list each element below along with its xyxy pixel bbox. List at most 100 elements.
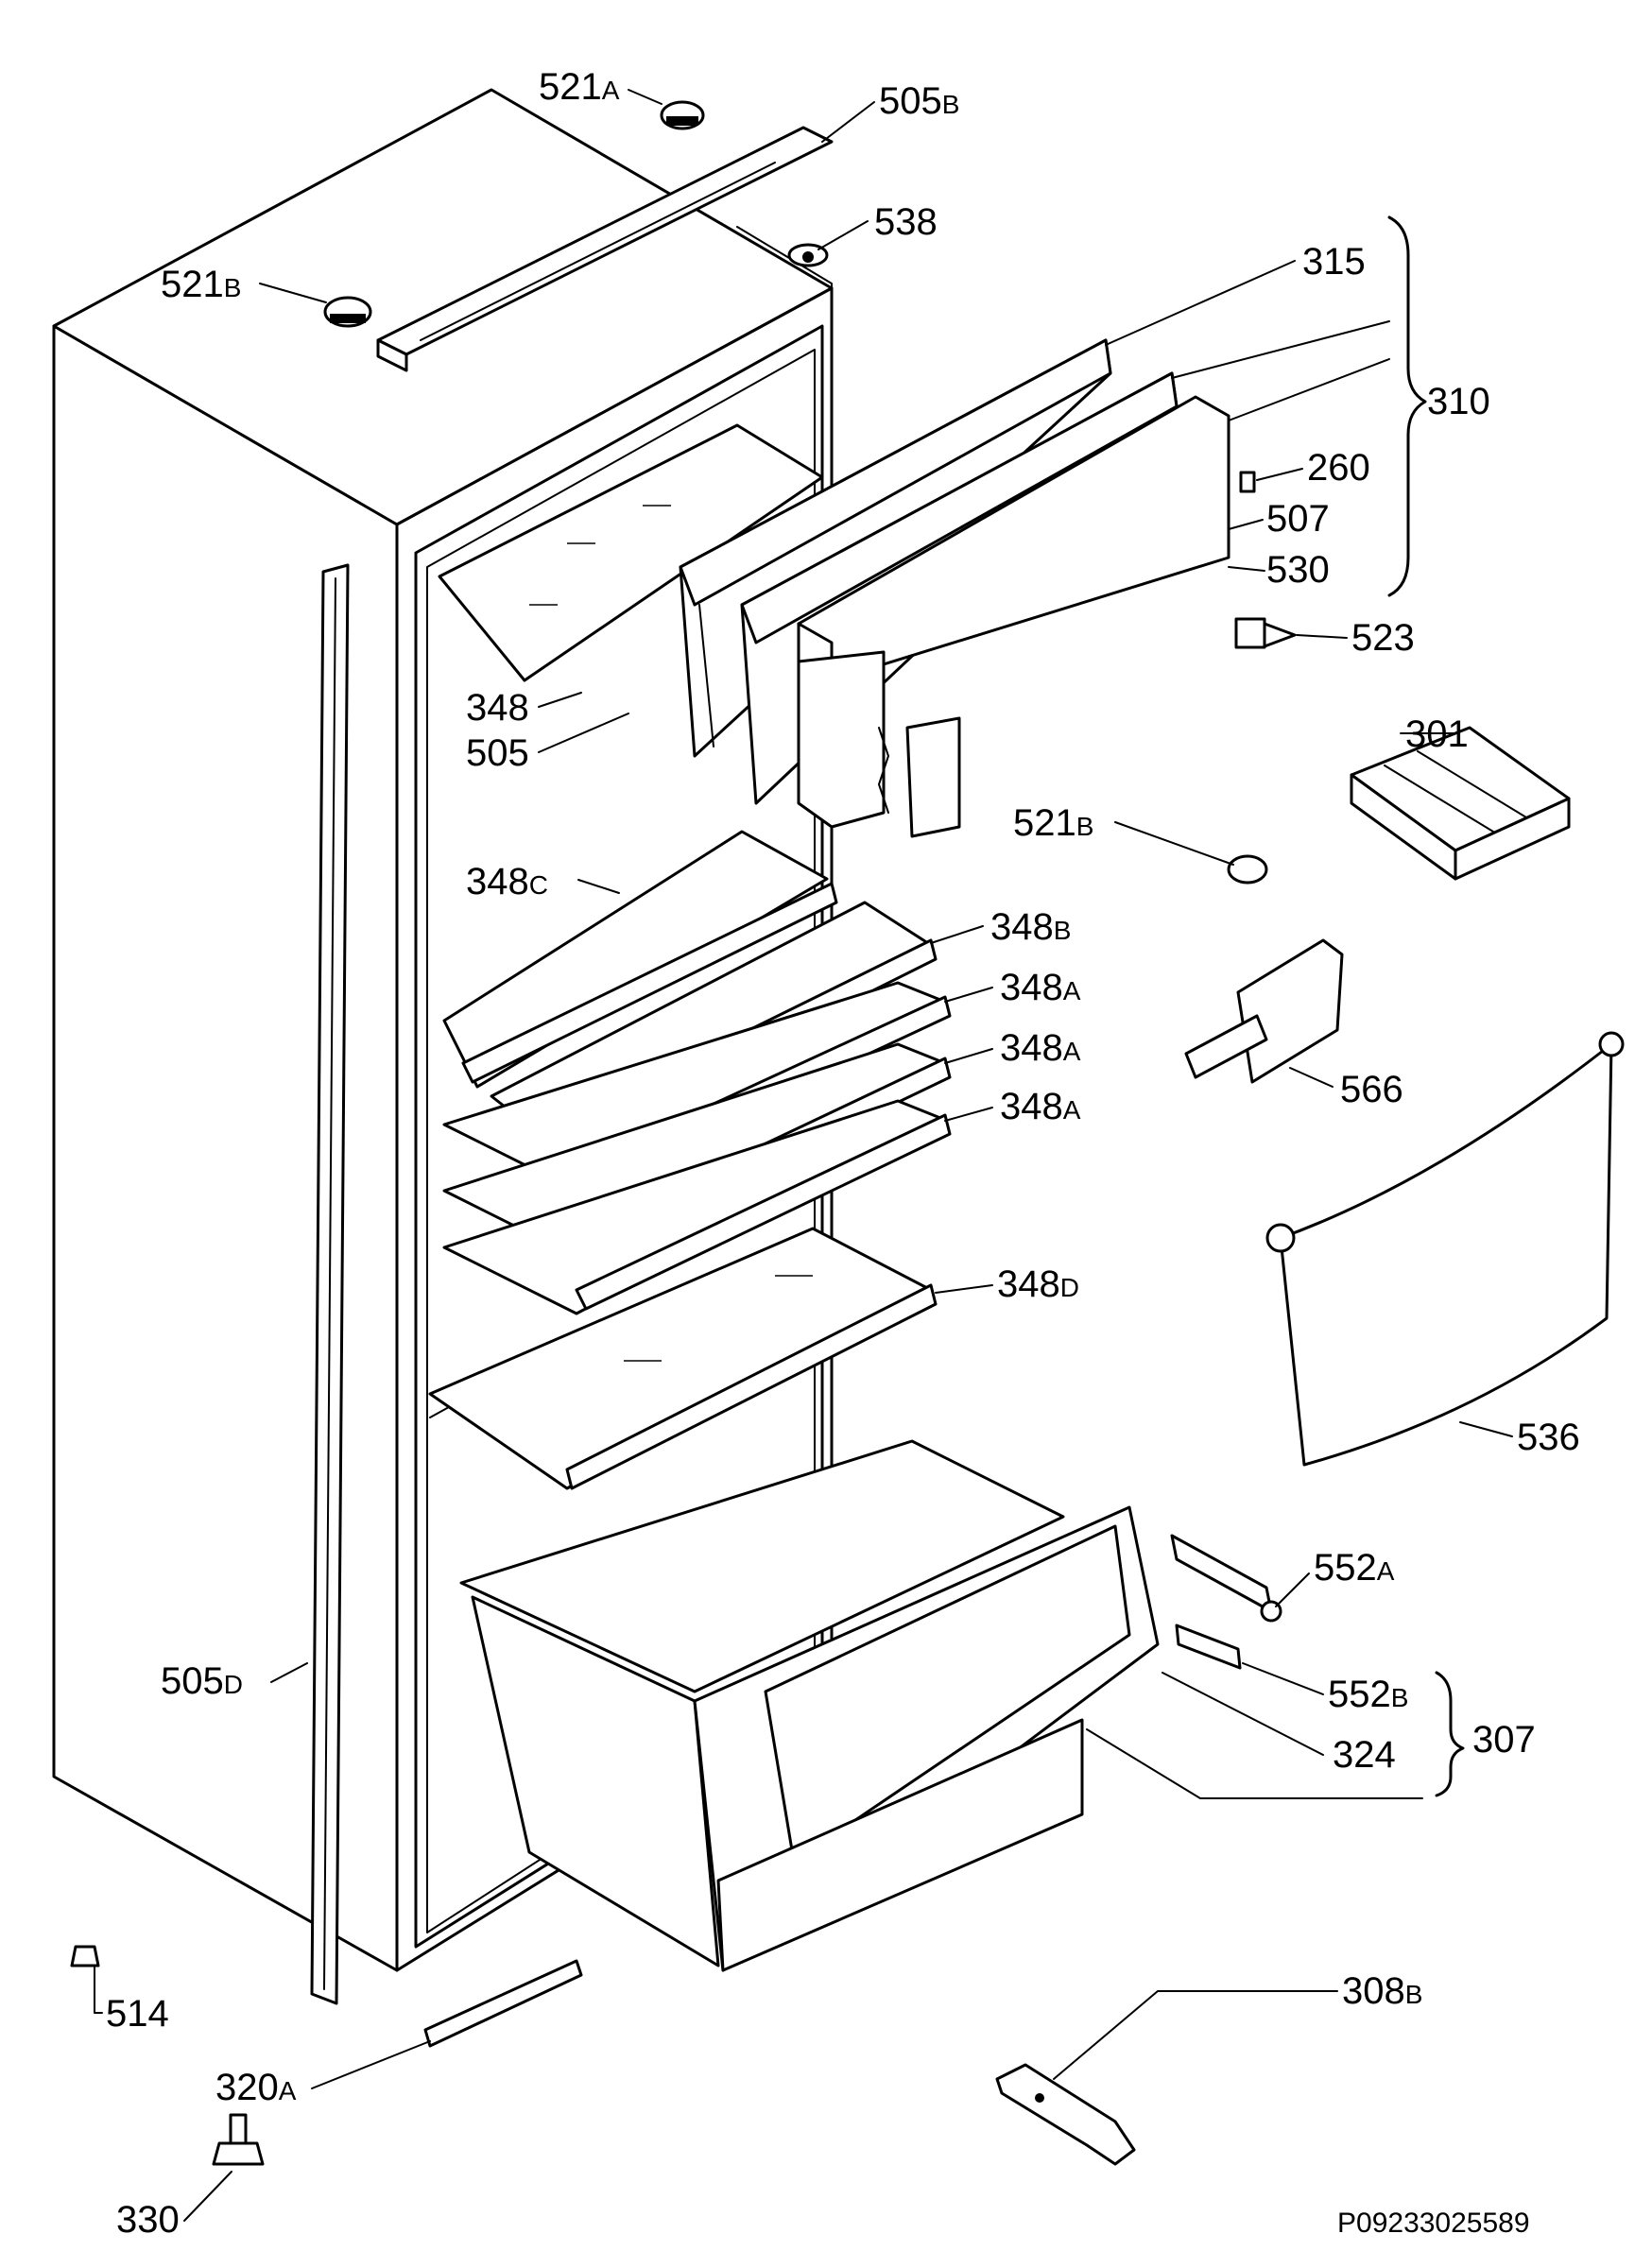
label-552b: 552B: [1328, 1674, 1408, 1715]
leader-514: [94, 1967, 103, 2014]
label-507: 507: [1266, 498, 1330, 540]
drawer-body: [716, 1718, 1084, 1972]
leader-521b-mid: [1114, 821, 1234, 866]
label-523: 523: [1351, 617, 1415, 659]
label-521b-mid: 521B: [1013, 802, 1093, 844]
ice-tray-cells: [1384, 765, 1494, 833]
part-348d-shelf: [428, 1227, 938, 1490]
part-320a-bracket: [423, 1959, 583, 2048]
part-530-door-panel: [797, 395, 1230, 838]
drawer-side: [471, 1595, 720, 1967]
leader-260: [1256, 468, 1303, 481]
leader-536: [1459, 1421, 1513, 1437]
part-536-shelf-flap: [1265, 1031, 1625, 1467]
shelf-348d-trim: [565, 1283, 938, 1490]
leader-324: [1162, 1672, 1324, 1756]
label-521b-top: 521B: [161, 264, 241, 305]
leader-530: [1228, 566, 1265, 572]
leader-521a: [628, 89, 663, 105]
label-514: 514: [106, 1993, 169, 2035]
cap-521a-base: [666, 116, 698, 126]
leader-348c: [577, 879, 620, 894]
part-330-foot-screw: [212, 2113, 265, 2166]
door-panel-530-leg: [797, 650, 886, 829]
label-348a-1: 348A: [1000, 967, 1081, 1008]
ice-tray-cells: [1417, 750, 1527, 818]
label-260: 260: [1307, 447, 1370, 489]
seal-strip-groove: [323, 577, 336, 1990]
leader-348a-1: [944, 987, 993, 1003]
foot-330-thread: [229, 2113, 248, 2145]
top-rail-slot: [420, 162, 776, 341]
bracket-538-hole: [802, 251, 814, 263]
label-538: 538: [874, 201, 938, 243]
leader-538: [817, 220, 869, 250]
label-505b: 505B: [879, 80, 959, 122]
label-552a: 552A: [1314, 1547, 1395, 1589]
label-301: 301: [1405, 713, 1469, 755]
part-308b-hinge: [995, 2063, 1136, 2166]
leader-320a: [311, 2040, 431, 2089]
part-538-bracket: [787, 243, 829, 267]
part-260-clip: [1239, 471, 1256, 493]
ice-tray-side: [1454, 797, 1571, 881]
leader-505d: [270, 1662, 308, 1683]
door-frame-315-top: [679, 338, 1112, 607]
drawer-front-window: [764, 1524, 1131, 1864]
door-spring: [878, 727, 889, 814]
foot-330-nut: [212, 2141, 265, 2166]
cap-521b-mid-body: [1227, 854, 1268, 885]
pin-523-tip: [1263, 622, 1297, 648]
flap-536-pivot: [1598, 1031, 1625, 1057]
part-505b-top-rail: [376, 126, 834, 372]
flap-536-body: [1279, 1042, 1613, 1467]
label-505d: 505D: [161, 1660, 243, 1702]
part-348-freezer-shelf: [438, 423, 824, 682]
part-514-rivet: [70, 1945, 100, 1967]
hinge-308b-hole: [1035, 2093, 1044, 2103]
part-324-crisper-drawer: [459, 1439, 1160, 1972]
leader-521b-top: [259, 283, 327, 303]
label-307: 307: [1472, 1719, 1536, 1761]
leader-315: [1105, 260, 1296, 346]
part-348c-shelf: [442, 830, 838, 1089]
leader-552b: [1242, 1662, 1324, 1695]
rail-552a-body: [1170, 1534, 1273, 1613]
label-521a: 521A: [539, 66, 620, 108]
part-552b-rail: [1175, 1624, 1242, 1670]
flap-536-pivot: [1265, 1223, 1296, 1253]
label-320a: 320A: [215, 2067, 297, 2108]
cabinet-rear-edge: [736, 226, 833, 398]
label-348a-3: 348A: [1000, 1086, 1081, 1127]
label-530: 530: [1266, 549, 1330, 591]
leader-lines: [94, 89, 1513, 2222]
brace-307: [1435, 1671, 1465, 1797]
label-505: 505: [466, 732, 529, 774]
part-566-ice-scraper: [1184, 938, 1344, 1084]
leader-307: [1086, 1728, 1423, 1799]
pin-523-body: [1234, 617, 1266, 649]
leader-348d: [935, 1284, 993, 1294]
shelf-348c-trim: [461, 882, 838, 1084]
hinge-308b-body: [995, 2063, 1136, 2166]
scraper-blade: [1236, 938, 1344, 1084]
door-handle-530: [905, 716, 961, 838]
leader-348b: [930, 925, 984, 944]
cap-521b-base: [330, 314, 366, 323]
leader-308b: [1053, 1990, 1338, 2080]
label-536: 536: [1517, 1417, 1580, 1458]
part-labels: 521A 505B 538 521B 315 310 260 507 530 5…: [106, 66, 1580, 2241]
rivet-514-body: [70, 1945, 100, 1967]
rail-552b-body: [1175, 1624, 1242, 1670]
label-308b: 308B: [1342, 1970, 1422, 2012]
label-348a-2: 348A: [1000, 1027, 1081, 1069]
label-348d: 348D: [997, 1263, 1079, 1305]
label-348: 348: [466, 687, 529, 729]
drawing-code: P09233025589: [1337, 2208, 1530, 2239]
freezer-shelf-glass: [438, 423, 824, 682]
leader-310-a: [1171, 320, 1390, 379]
label-315: 315: [1302, 241, 1366, 283]
label-566: 566: [1340, 1069, 1403, 1110]
